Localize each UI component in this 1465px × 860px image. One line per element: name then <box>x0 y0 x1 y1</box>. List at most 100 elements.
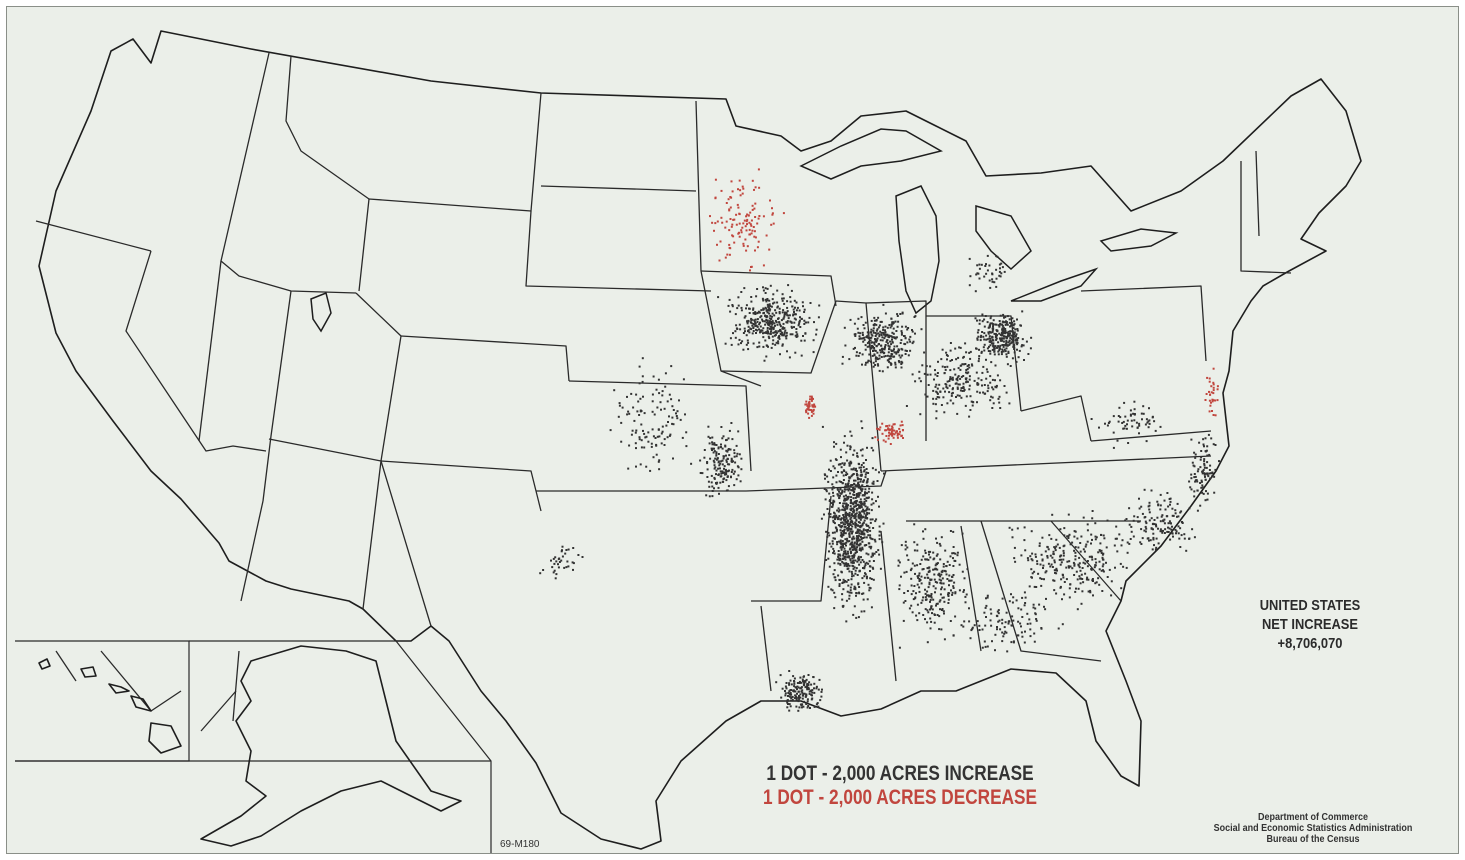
increase-dot <box>926 594 928 597</box>
increase-dot <box>864 348 867 351</box>
increase-dot <box>557 558 560 561</box>
decrease-dot <box>746 213 749 216</box>
increase-dot <box>991 386 994 389</box>
increase-dot <box>949 555 952 558</box>
increase-dot <box>978 629 981 631</box>
increase-dot <box>849 448 852 451</box>
increase-dot <box>796 688 798 691</box>
increase-dot <box>865 536 868 539</box>
increase-dot <box>808 690 811 693</box>
increase-dot <box>966 380 969 383</box>
increase-dot <box>938 574 941 577</box>
increase-dot <box>873 538 876 541</box>
decrease-dot <box>744 225 747 228</box>
increase-dot <box>869 337 872 339</box>
increase-dot <box>1203 445 1205 448</box>
increase-dot <box>847 479 850 482</box>
increase-dot <box>899 356 902 359</box>
increase-dot <box>1032 603 1035 606</box>
increase-dot <box>635 393 638 396</box>
increase-dot <box>844 519 847 521</box>
increase-dot <box>990 612 993 615</box>
increase-dot <box>1002 330 1005 333</box>
increase-dot <box>978 267 981 270</box>
increase-dot <box>708 442 711 445</box>
decrease-dot <box>782 212 785 215</box>
increase-dot <box>789 679 792 682</box>
increase-dot <box>1218 460 1220 463</box>
increase-dot <box>1196 489 1199 492</box>
increase-dot <box>865 524 868 527</box>
increase-dot <box>976 620 979 623</box>
increase-dot <box>982 391 985 394</box>
increase-dot <box>950 394 953 397</box>
increase-dot <box>878 553 881 556</box>
increase-dot <box>843 550 846 553</box>
increase-dot <box>1131 425 1134 428</box>
increase-dot <box>1077 587 1080 590</box>
increase-dot <box>1001 324 1004 327</box>
increase-dot <box>1181 522 1184 524</box>
decrease-dot <box>885 425 888 428</box>
increase-dot <box>855 518 858 521</box>
increase-dot <box>779 353 781 356</box>
increase-dot <box>1193 495 1196 498</box>
decrease-dot <box>1214 399 1217 402</box>
increase-dot <box>781 334 784 337</box>
increase-dot <box>849 318 852 321</box>
increase-dot <box>997 353 1000 356</box>
increase-dot <box>820 517 823 520</box>
increase-dot <box>723 465 726 468</box>
increase-dot <box>717 296 720 299</box>
increase-dot <box>1126 419 1129 422</box>
increase-dot <box>856 484 859 487</box>
increase-dot <box>1080 535 1083 538</box>
increase-dot <box>781 311 784 314</box>
increase-dot <box>882 522 885 525</box>
increase-dot <box>863 533 866 536</box>
increase-dot <box>904 353 907 355</box>
increase-dot <box>935 410 938 413</box>
increase-dot <box>999 314 1002 317</box>
increase-dot <box>828 500 831 502</box>
increase-dot <box>658 459 661 462</box>
decrease-dot <box>744 238 747 241</box>
increase-dot <box>1023 641 1026 644</box>
increase-dot <box>969 275 972 278</box>
increase-dot <box>990 331 992 334</box>
increase-dot <box>865 471 868 474</box>
increase-dot <box>855 594 857 597</box>
increase-dot <box>884 333 887 336</box>
increase-dot <box>859 480 862 483</box>
increase-dot <box>804 332 807 335</box>
increase-dot <box>870 503 873 506</box>
increase-dot <box>860 530 863 533</box>
increase-dot <box>728 454 731 457</box>
increase-dot <box>1020 324 1022 327</box>
increase-dot <box>1194 456 1197 459</box>
increase-dot <box>845 620 848 623</box>
increase-dot <box>845 494 847 497</box>
increase-dot <box>742 332 745 334</box>
increase-dot <box>1169 503 1171 506</box>
increase-dot <box>864 515 867 518</box>
increase-dot <box>726 489 729 492</box>
increase-dot <box>803 308 806 311</box>
increase-dot <box>878 505 880 508</box>
increase-dot <box>888 336 891 339</box>
increase-dot <box>1028 585 1031 588</box>
increase-dot <box>908 607 911 610</box>
increase-dot <box>649 469 652 472</box>
increase-dot <box>719 467 721 470</box>
decrease-dot <box>898 433 901 436</box>
increase-dot <box>1023 604 1026 607</box>
increase-dot <box>868 545 871 548</box>
increase-dot <box>561 545 564 548</box>
increase-dot <box>983 338 986 341</box>
decrease-dot <box>900 420 903 423</box>
increase-dot <box>853 566 856 569</box>
increase-dot <box>618 404 621 407</box>
increase-dot <box>801 301 804 304</box>
increase-dot <box>783 327 786 330</box>
increase-dot <box>1159 530 1162 533</box>
